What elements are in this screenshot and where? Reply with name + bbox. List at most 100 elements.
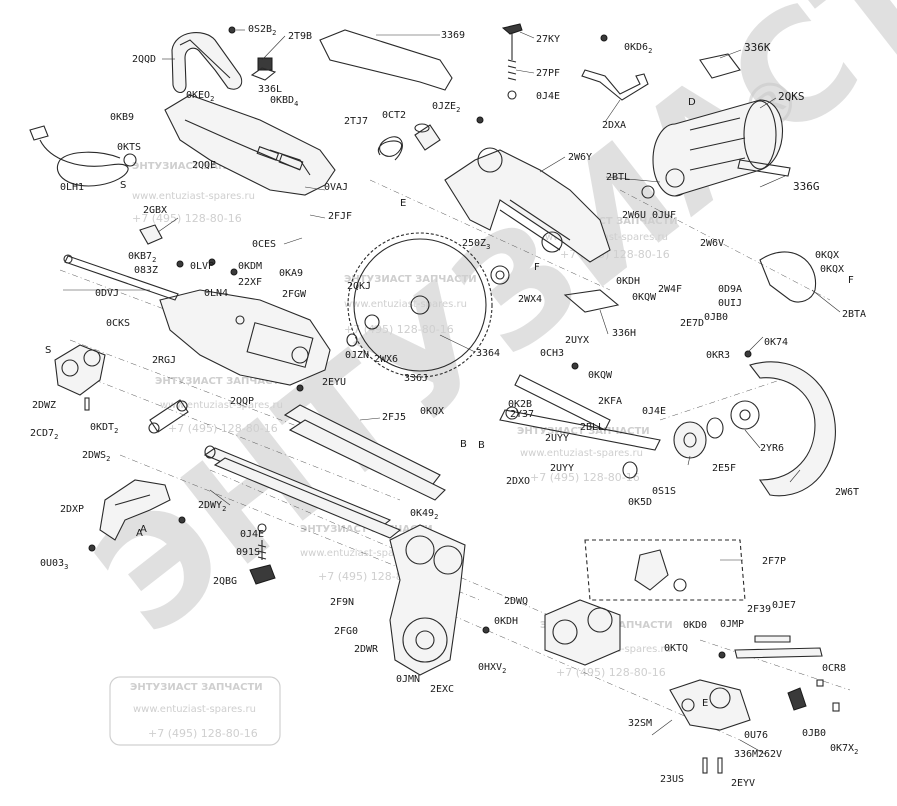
label-0jze: 0JZE2 xyxy=(432,101,460,114)
pivot-shaft xyxy=(734,635,823,659)
label-0ct2: 0CT2 xyxy=(382,110,406,121)
label-22xf: 22XF xyxy=(238,277,262,288)
watermark-site: www.entuziast-spares.ru xyxy=(300,548,423,559)
lower-housing xyxy=(159,289,331,386)
bevel-bracket xyxy=(669,679,751,731)
label-2bta: 2BTA xyxy=(842,309,866,320)
label-0kd0: 0KD0 xyxy=(683,620,707,631)
label-0juf: 0JUF xyxy=(652,210,676,221)
switch-part xyxy=(250,57,277,81)
label-262v: 262V xyxy=(758,749,782,760)
label-2f7p: 2F7P xyxy=(762,556,786,567)
label-2dwr: 2DWR xyxy=(354,644,379,655)
label-0lvp: 0LVP xyxy=(190,261,214,272)
upper-housing xyxy=(164,94,336,196)
watermark-phone: +7 (495) 128-80-16 xyxy=(132,212,242,225)
part-labels: 0S2B2 2T9B 3369 27KY 0KD62 336K 2QQD 27P… xyxy=(30,24,866,789)
label-a-low: A xyxy=(140,524,147,535)
spring-part xyxy=(377,136,403,161)
label-0kr3: 0KR3 xyxy=(706,350,730,361)
label-2e7d: 2E7D xyxy=(680,318,704,329)
lever-part xyxy=(501,23,523,100)
watermark-stamp-8: ЭНТУЗИАСТ ЗАПЧАСТИ www.entuziast-spares.… xyxy=(109,676,281,746)
pin-parts xyxy=(84,397,840,774)
watermark-site: www.entuziast-spares.ru xyxy=(132,191,255,202)
label-2fg0: 2FG0 xyxy=(334,626,358,637)
handle-part xyxy=(171,32,243,94)
label-0kqx-1: 0KQX xyxy=(815,250,839,261)
label-0ces: 0CES xyxy=(252,239,276,250)
label-2f9n: 2F9N xyxy=(330,597,354,608)
watermark-phone: +7 (495) 128-80-16 xyxy=(148,727,258,740)
label-0kd6: 0KD62 xyxy=(624,42,652,55)
label-0ln4: 0LN4 xyxy=(204,288,228,299)
label-0s2b: 0S2B2 xyxy=(248,24,276,37)
label-0jb0-low: 0JB0 xyxy=(802,728,826,739)
watermark-site: www.entuziast-spares.ru xyxy=(160,400,283,411)
plate-336h xyxy=(563,289,620,313)
label-0vaj: 0VAJ xyxy=(324,182,348,193)
label-27ky: 27KY xyxy=(536,34,560,45)
label-083z: 083Z xyxy=(134,265,158,276)
label-2uyy-2: 2UYY xyxy=(550,463,574,474)
watermark-phone: +7 (495) 128-80-16 xyxy=(344,323,454,336)
lower-blade-guard xyxy=(730,361,836,497)
label-0kqx-2: 0KQX xyxy=(820,264,844,275)
lock-knob xyxy=(249,523,276,585)
label-0jmn: 0JMN xyxy=(396,674,420,685)
switch-assembly xyxy=(584,539,746,601)
clip-part xyxy=(787,687,807,711)
label-2fj5: 2FJ5 xyxy=(382,412,406,423)
label-0ka9: 0KA9 xyxy=(279,268,303,279)
label-0kqw-2: 0KQW xyxy=(588,370,613,381)
label-2rgj: 2RGJ xyxy=(152,355,176,366)
label-2qks: 2QKS xyxy=(778,90,805,103)
label-0k7x: 0K7X2 xyxy=(830,743,858,756)
label-2eyu: 2EYU xyxy=(322,377,346,388)
label-0kdh: 0KDH xyxy=(616,276,640,287)
watermark-stamp-4: ЭНТУЗИАСТ ЗАПЧАСТИ www.entuziast-spares.… xyxy=(155,376,288,435)
watermark-phone: +7 (495) 128-80-16 xyxy=(530,471,640,484)
label-0u03: 0U033 xyxy=(40,558,68,571)
label-2t9b: 2T9B xyxy=(288,31,312,42)
blade-cover xyxy=(759,251,817,303)
label-2uyx: 2UYX xyxy=(565,335,589,346)
label-0j4e-top: 0J4E xyxy=(536,91,560,102)
watermark-phone: +7 (495) 128-80-16 xyxy=(556,666,666,679)
label-0dvj: 0DVJ xyxy=(95,288,119,299)
label-2w4f: 2W4F xyxy=(658,284,682,295)
label-336m: 336M xyxy=(734,749,758,760)
label-b-left: B xyxy=(460,439,467,450)
label-s-left: S xyxy=(45,345,51,356)
handle-grip xyxy=(139,224,163,245)
label-2e5f: 2E5F xyxy=(712,463,736,474)
arm-base xyxy=(389,524,466,676)
label-3364: 3364 xyxy=(476,348,500,359)
side-handle xyxy=(99,479,171,541)
label-2wx6: 2WX6 xyxy=(374,354,398,365)
label-0kb7: 0KB72 xyxy=(128,251,156,264)
label-2kfa: 2KFA xyxy=(598,396,622,407)
watermark-company: ЭНТУЗИАСТ ЗАПЧАСТИ xyxy=(300,524,433,535)
label-2qqe: 2QQE xyxy=(192,160,216,171)
watermark-site: www.entuziast-spares.ru xyxy=(520,448,643,459)
washer-parts xyxy=(346,265,510,347)
label-23us: 23US xyxy=(660,774,684,785)
watermark-company: ЭНТУЗИАСТ ЗАПЧАСТИ xyxy=(130,682,263,693)
label-f-right: F xyxy=(848,275,854,286)
label-0kqx-3: 0KQX xyxy=(420,406,444,417)
label-32sm: 32SM xyxy=(628,718,652,729)
label-e-top: E xyxy=(400,198,406,209)
label-0u76: 0U76 xyxy=(744,730,768,741)
label-0s1s: 0S1S xyxy=(652,486,676,497)
label-f-mid: F xyxy=(534,262,540,273)
label-0k74: 0K74 xyxy=(764,337,788,348)
plate-336k xyxy=(699,53,741,79)
watermark-company: ЭНТУЗИАСТ ЗАПЧАСТИ xyxy=(545,216,678,227)
label-0jmp: 0JMP xyxy=(720,619,744,630)
bushing-set xyxy=(544,599,621,666)
label-0jb0: 0JB0 xyxy=(704,312,728,323)
label-0j4e-mid: 0J4E xyxy=(642,406,666,417)
label-a-left: A xyxy=(136,528,143,539)
label-0ktq: 0KTQ xyxy=(664,643,688,654)
